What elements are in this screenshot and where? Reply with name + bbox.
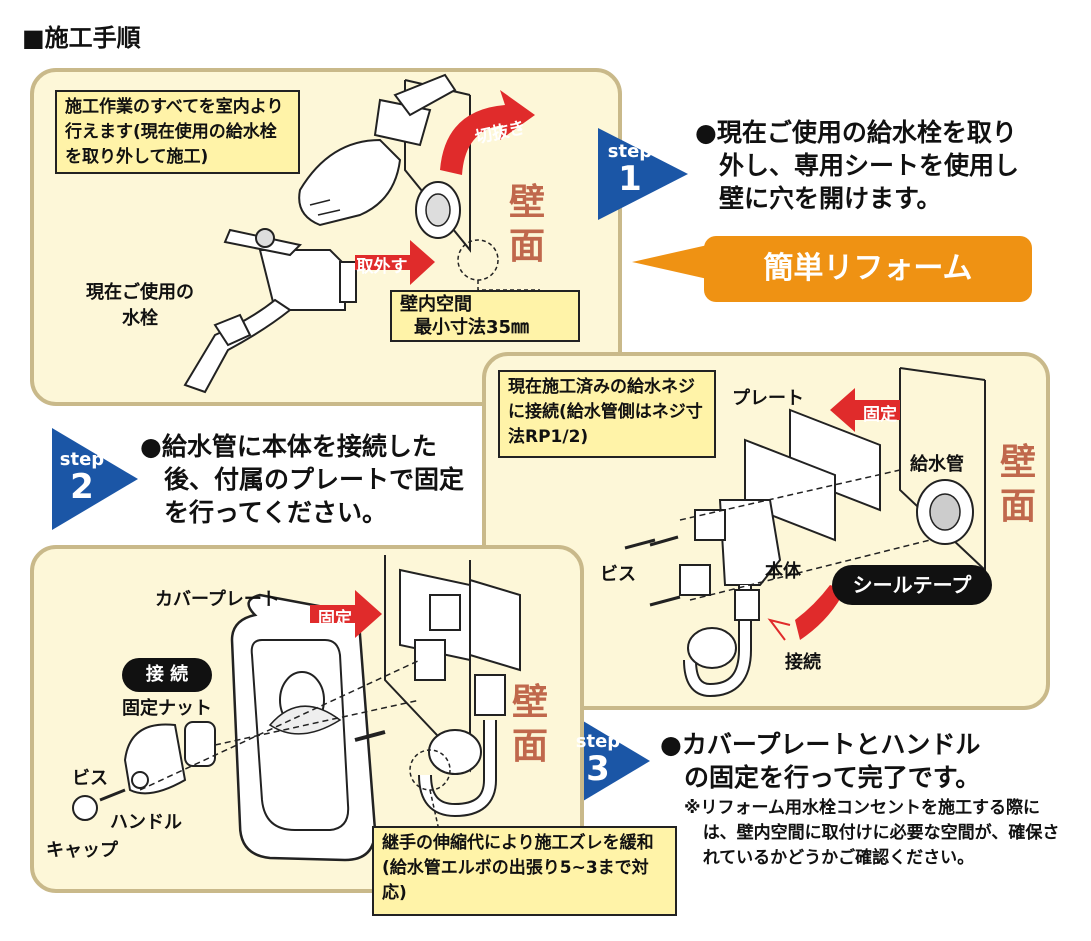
step1-gap-label-1: 壁内空間 bbox=[400, 294, 472, 315]
step1-badge: step 1 bbox=[600, 141, 660, 199]
step3-nut-label: 固定ナット bbox=[122, 698, 212, 719]
step1-step-word: step bbox=[607, 141, 653, 162]
step1-instruction-line-1: ●現在ご使用の給水栓を取り bbox=[695, 118, 1017, 147]
page-title: ■施工手順 bbox=[22, 24, 141, 52]
step3-note: 継手の伸縮代により施工ズレを緩和(給水管エルボの出張り5~3まで対応) bbox=[372, 826, 677, 916]
step2-body-label: 本体 bbox=[765, 561, 801, 582]
step3-step-word: step bbox=[575, 731, 621, 752]
step3-footnote: ※リフォーム用水栓コンセントを施工する際には、壁内空間に取付けに必要な空間が、確… bbox=[684, 798, 1060, 868]
step1-instruction-line-3: 壁に穴を開けます。 bbox=[719, 184, 942, 213]
step1-wall-label: 壁面 bbox=[508, 181, 545, 267]
step2-fix-label: 固定 bbox=[863, 405, 897, 425]
step1-note: 施工作業のすべてを室内より行えます(現在使用の給水栓を取り外して施工) bbox=[55, 90, 300, 174]
step3-badge: step 3 bbox=[568, 731, 628, 789]
step2-instruction: ●給水管に本体を接続した 後、付属のプレートで固定 を行ってください。 bbox=[140, 430, 480, 529]
step2-number: 2 bbox=[70, 467, 94, 507]
step3-screw-label: ビス bbox=[72, 768, 108, 789]
step2-connect-label: 接続 bbox=[785, 652, 821, 673]
step2-instruction-line-1: ●給水管に本体を接続した bbox=[140, 432, 437, 461]
step3-handle-label: ハンドル bbox=[110, 812, 182, 833]
step1-instruction-line-2: 外し、専用シートを使用し bbox=[719, 151, 1020, 180]
step2-instruction-line-2: 後、付属のプレートで固定 bbox=[164, 465, 465, 494]
step3-fix-label: 固定 bbox=[318, 609, 352, 629]
step2-screw-label: ビス bbox=[600, 564, 636, 585]
step2-step-word: step bbox=[59, 449, 105, 470]
step2-badge: step 2 bbox=[52, 449, 112, 507]
step1-faucet-label: 現在ご使用の水栓 bbox=[86, 282, 194, 329]
step3-wall-label: 壁面 bbox=[511, 681, 548, 767]
step3-instruction-line-1: ●カバープレートとハンドル bbox=[660, 730, 981, 759]
step2-wall-label: 壁面 bbox=[999, 441, 1036, 527]
step1-gap-box: 壁内空間 最小寸法35㎜ bbox=[390, 290, 580, 342]
step2-instruction-line-3: を行ってください。 bbox=[164, 498, 388, 527]
step1-remove-label: 取外す bbox=[356, 257, 408, 277]
step2-plate-label: プレート bbox=[732, 388, 804, 409]
step3-number: 3 bbox=[586, 749, 610, 789]
step3-cap-label: キャップ bbox=[46, 840, 118, 861]
easy-reform-banner: 簡単リフォーム bbox=[704, 236, 1032, 302]
step2-pipe-label: 給水管 bbox=[910, 454, 964, 475]
step3-instruction-line-2: の固定を行って完了です。 bbox=[684, 763, 981, 792]
step1-number: 1 bbox=[618, 159, 642, 199]
step3-connect-badge: 接 続 bbox=[122, 658, 212, 692]
step1-instruction: ●現在ご使用の給水栓を取り 外し、専用シートを使用し 壁に穴を開けます。 bbox=[695, 116, 1075, 215]
step3-cover-label: カバープレート bbox=[155, 589, 280, 610]
step3-instruction: ●カバープレートとハンドル の固定を行って完了です。 bbox=[660, 728, 1060, 794]
step2-seal-tape-label: シールテープ bbox=[832, 565, 992, 605]
step2-note: 現在施工済みの給水ネジに接続(給水管側はネジ寸法RP1/2) bbox=[498, 370, 716, 458]
step1-gap-label-2: 最小寸法35㎜ bbox=[414, 317, 530, 338]
